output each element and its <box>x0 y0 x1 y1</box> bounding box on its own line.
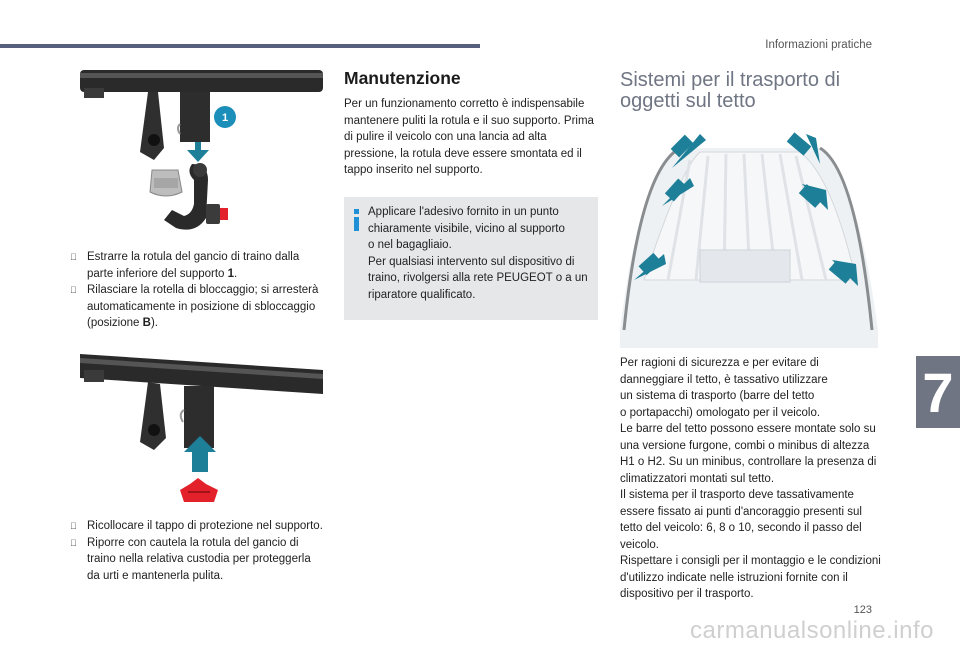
watermark: carmanualsonline.info <box>690 617 934 644</box>
info-icon <box>354 209 359 231</box>
maintenance-heading: Manutenzione <box>344 68 461 88</box>
section-title: Informazioni pratiche <box>765 39 872 51</box>
bullet-marker:  <box>70 518 87 535</box>
roof-transport-paragraph: Per ragioni di sicurezza e per evitare d… <box>620 357 881 600</box>
bullet-marker:  <box>70 535 87 585</box>
list-item:  Rilasciare la rotella di bloccaggio; s… <box>70 282 325 332</box>
hitch-removal-steps:  Estrarre la rotula del gancio di train… <box>70 249 325 332</box>
list-item-text: Ricollocare il tappo di protezione nel s… <box>87 520 323 532</box>
chapter-number: 7 <box>922 360 954 424</box>
list-item:  Estrarre la rotula del gancio di train… <box>70 249 325 282</box>
info-note-text: Applicare l'adesivo fornito in un punto … <box>368 206 588 301</box>
bullet-marker:  <box>70 249 87 282</box>
maintenance-paragraph: Per un funzionamento corretto è indispen… <box>344 98 594 176</box>
list-item-text: Rilasciare la rotella di bloccaggio; si … <box>87 284 319 329</box>
hitch-storage-steps:  Ricollocare il tappo di protezione nel… <box>70 518 325 584</box>
info-note: Applicare l'adesivo fornito in un punto … <box>344 197 598 320</box>
roof-anchor-points-figure <box>620 132 878 348</box>
chapter-tab: 7 <box>916 356 960 428</box>
callout-1: 1 <box>222 112 228 124</box>
header-rule <box>0 44 480 48</box>
list-item:  Ricollocare il tappo di protezione nel… <box>70 518 325 535</box>
page-number: 123 <box>853 604 872 616</box>
towbar-removal-figure: 1 <box>80 70 323 230</box>
list-item:  Riporre con cautela la rotula del ganc… <box>70 535 325 585</box>
bullet-marker:  <box>70 282 87 332</box>
roof-transport-heading: Sistemi per il trasporto di oggetti sul … <box>620 69 841 112</box>
list-item-text: Estrarre la rotula del gancio di traino … <box>87 251 300 280</box>
towbar-cap-figure <box>80 354 323 502</box>
list-item-text: Riporre con cautela la rotula del gancio… <box>87 536 311 582</box>
